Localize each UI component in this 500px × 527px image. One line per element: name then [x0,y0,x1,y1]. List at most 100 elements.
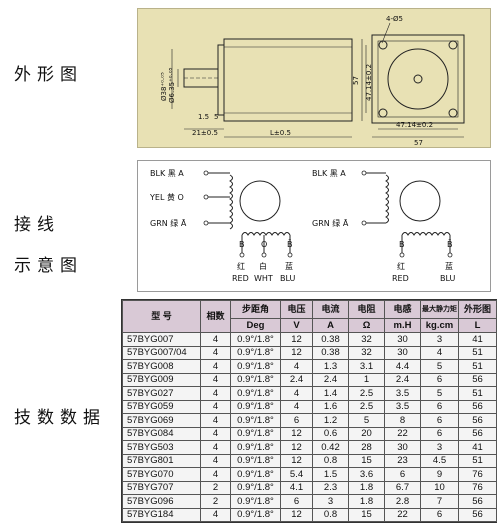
cell-step-angle: 0.9°/1.8° [230,494,281,509]
cell-step-angle: 0.9°/1.8° [230,480,281,495]
cell-step-angle: 0.9°/1.8° [230,467,281,482]
left-red-cn: 红 [237,261,245,271]
cell-voltage: 12 [280,332,313,347]
cell-length: 56 [458,507,497,522]
cell-inductance: 2.8 [384,494,421,509]
dim-47-horizontal: 47.14±0.2 [396,121,433,129]
cell-phases: 4 [200,345,231,360]
cell-resistance: 2.5 [348,399,385,414]
header-model: 型 号 [122,300,201,333]
cell-voltage: 6 [280,413,313,428]
cell-inductance: 3.5 [384,399,421,414]
cell-current: 1.4 [312,386,349,401]
left-wht-cn: 白 [259,261,267,271]
cell-step-angle: 0.9°/1.8° [230,359,281,374]
cell-step-angle: 0.9°/1.8° [230,399,281,414]
cell-resistance: 2.5 [348,386,385,401]
right-red-en: RED [392,274,409,283]
cell-voltage: 12 [280,345,313,360]
specs-table: 型 号 相数 步距角 电压 电流 电阻 电感 最大静力矩 外形图 Deg V A… [122,300,497,522]
cell-current: 0.38 [312,345,349,360]
cell-model: 57BYG007/04 [122,345,201,360]
specs-table-frame: 型 号 相数 步距角 电压 电流 电阻 电感 最大静力矩 外形图 Deg V A… [121,299,497,523]
cell-inductance: 6 [384,467,421,482]
unit-mh: m.H [384,318,421,333]
cell-voltage: 6 [280,494,313,509]
outline-section-label: 外形图 [14,65,83,85]
wiring-diagram-svg: BLK 黑 A YEL 黄 O GRN 绿 Ā B O B̄ 红 RED 白 W… [149,169,456,283]
cell-length: 56 [458,413,497,428]
cell-phases: 4 [200,453,231,468]
cell-model: 57BYG184 [122,507,201,522]
unit-a: A [312,318,349,333]
cell-inductance: 30 [384,345,421,360]
cell-resistance: 20 [348,426,385,441]
cell-voltage: 12 [280,507,313,522]
motor-flange [217,44,225,116]
left-blu-en: BLU [280,274,296,283]
cell-resistance: 28 [348,440,385,455]
right-motor-circle [399,180,441,222]
cell-current: 0.8 [312,453,349,468]
cell-resistance: 3.6 [348,467,385,482]
left-coil-horizontal [241,232,291,236]
cell-torque: 6 [420,426,459,441]
cell-voltage: 2.4 [280,372,313,387]
cell-torque: 3 [420,440,459,455]
cell-inductance: 30 [384,440,421,455]
cell-step-angle: 0.9°/1.8° [230,372,281,387]
right-label-grn: GRN 绿 Ā [312,218,349,228]
header-outline: 外形图 [458,300,497,319]
cell-voltage: 4 [280,399,313,414]
cell-phases: 2 [200,480,231,495]
right-coil-horizontal [401,232,451,236]
cell-voltage: 4 [280,386,313,401]
mount-hole-tl [378,40,388,50]
left-red-en: RED [232,274,249,283]
left-wht-en: WHT [254,274,273,283]
front-boss-circle [387,48,449,110]
cell-inductance: 8 [384,413,421,428]
cell-inductance: 23 [384,453,421,468]
cell-model: 57BYG069 [122,413,201,428]
cell-model: 57BYG707 [122,480,201,495]
cell-model: 57BYG084 [122,426,201,441]
wiring-section-label-2: 示意图 [14,256,83,276]
cell-resistance: 15 [348,453,385,468]
right-top-b: B [399,240,405,249]
motor-body-side [223,38,353,122]
left-top-bbar: B̄ [287,239,293,249]
cell-current: 1.2 [312,413,349,428]
cell-length: 76 [458,480,497,495]
dim-47-vertical: 47.14±0.2 [365,64,373,101]
cell-current: 0.38 [312,332,349,347]
left-coil-vertical [229,174,233,230]
cell-torque: 6 [420,507,459,522]
left-motor-circle [239,180,281,222]
cell-length: 56 [458,372,497,387]
cell-length: 51 [458,359,497,374]
cell-model: 57BYG059 [122,399,201,414]
cell-torque: 6 [420,413,459,428]
cell-current: 1.5 [312,467,349,482]
cell-torque: 5 [420,359,459,374]
cell-voltage: 12 [280,440,313,455]
cell-resistance: 32 [348,345,385,360]
cell-current: 2.3 [312,480,349,495]
left-label-blk: BLK 黑 A [150,169,184,178]
header-step-angle: 步距角 [230,300,281,319]
left-label-grn: GRN 绿 Ā [150,218,187,228]
cell-model: 57BYG070 [122,467,201,482]
cell-length: 56 [458,426,497,441]
cell-length: 56 [458,399,497,414]
cell-phases: 4 [200,507,231,522]
